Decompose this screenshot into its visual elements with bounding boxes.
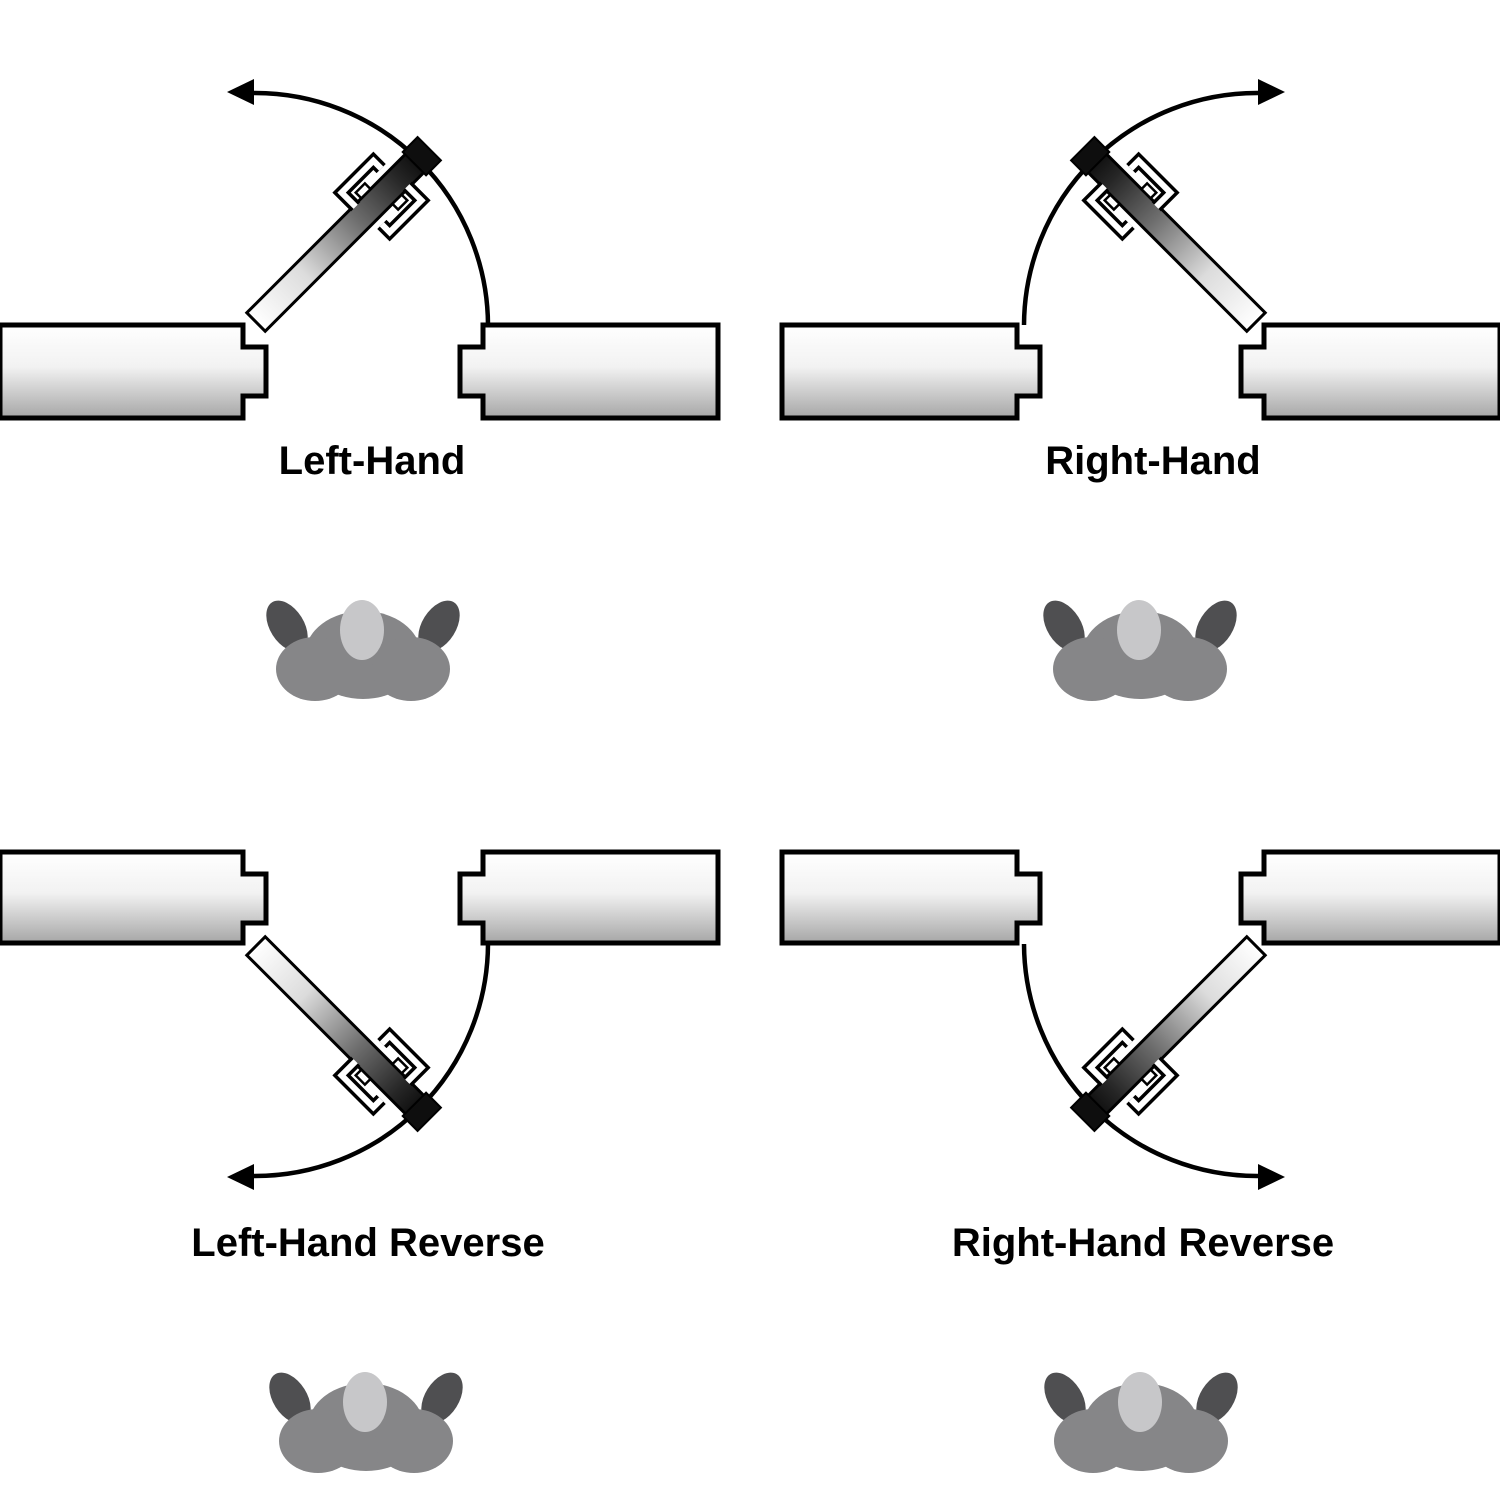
- quadrant-right-hand: Right-Hand: [779, 79, 1500, 701]
- person-top-view-icon: [257, 593, 469, 701]
- wall-right-segment: [457, 322, 721, 421]
- wall-right-segment: [1238, 322, 1500, 421]
- person-top-view-icon: [260, 1365, 472, 1473]
- arrow-right-icon: [1258, 1164, 1285, 1190]
- wall-right-segment: [1238, 849, 1500, 946]
- door-leaf-icon: [234, 924, 451, 1141]
- arrow-left-icon: [227, 79, 254, 105]
- person-top-view-icon: [1035, 1365, 1247, 1473]
- quadrant-left-hand-reverse: Left-Hand Reverse: [0, 849, 721, 1473]
- quadrant-left-hand: Left-Hand: [0, 79, 721, 701]
- wall-left-segment: [779, 322, 1043, 421]
- arrow-right-icon: [1258, 79, 1285, 105]
- quadrant-label: Right-Hand: [1045, 439, 1261, 483]
- quadrant-label: Left-Hand Reverse: [191, 1221, 544, 1265]
- wall-left-segment: [0, 849, 269, 946]
- arrow-left-icon: [227, 1164, 254, 1190]
- wall-left-segment: [0, 322, 269, 421]
- door-leaf-icon: [1061, 127, 1278, 344]
- door-leaf-icon: [1061, 924, 1278, 1141]
- quadrant-label: Right-Hand Reverse: [952, 1221, 1334, 1265]
- person-top-view-icon: [1034, 593, 1246, 701]
- quadrant-label: Left-Hand: [279, 439, 466, 483]
- quadrant-right-hand-reverse: Right-Hand Reverse: [779, 849, 1500, 1473]
- wall-left-segment: [779, 849, 1043, 946]
- wall-right-segment: [457, 849, 721, 946]
- door-leaf-icon: [234, 127, 451, 344]
